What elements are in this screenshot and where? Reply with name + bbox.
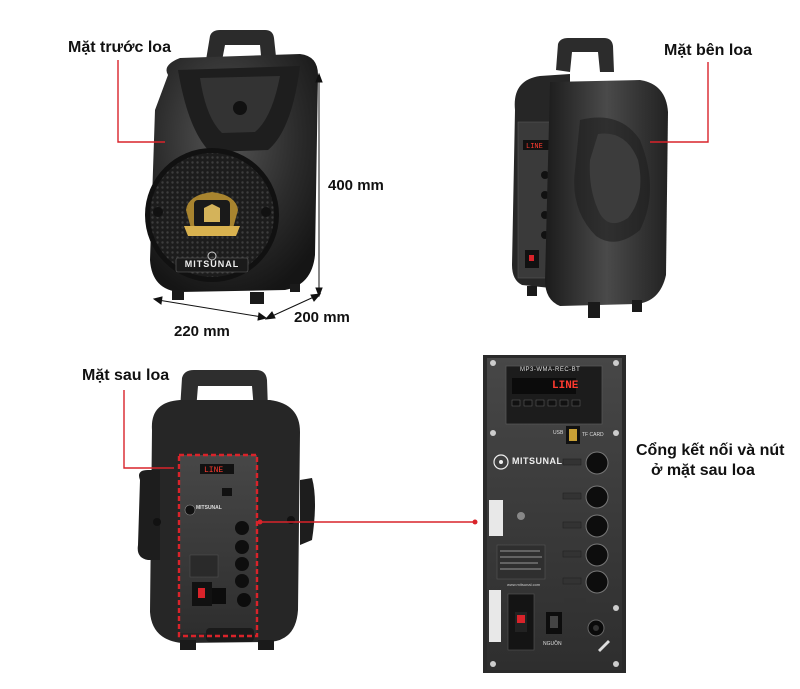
back-view-label: Mặt sau loa — [82, 367, 170, 384]
rear-panel-closeup — [483, 355, 626, 673]
ports-label-line2: ở mặt sau loa — [651, 462, 755, 479]
side-view-label: Mặt bên loa — [664, 42, 753, 59]
back-brand-text: MITSUNAL — [196, 505, 222, 511]
side-leader-line — [650, 62, 709, 143]
panel-display-text: LINE — [552, 380, 579, 392]
back-speaker: LINE — [137, 370, 315, 650]
front-view-label: Mặt trước loa — [68, 39, 171, 56]
website-text: www.mitsunal.com — [507, 582, 541, 587]
panel-brand-text: MITSUNAL — [512, 456, 563, 466]
front-leader-line — [117, 60, 165, 143]
ports-label-line1: Cổng kết nối và nút — [636, 442, 785, 459]
power-label: NGUỒN — [543, 641, 562, 647]
width-dimension: 220 mm — [174, 323, 230, 340]
connector-dot-left — [257, 519, 263, 525]
svg-text:LINE: LINE — [204, 466, 223, 475]
tf-card-label: TF CARD — [582, 432, 604, 438]
front-brand-text: MITSUNAL — [184, 259, 240, 269]
connector-dot-right — [472, 519, 478, 525]
front-speaker — [145, 30, 318, 304]
usb-port-label: USB — [553, 430, 564, 436]
depth-dimension: 200 mm — [294, 309, 350, 326]
back-leader-line — [123, 390, 174, 469]
side-speaker: LINE — [512, 38, 668, 318]
dimension-lines — [152, 72, 323, 321]
panel-model-text: MP3-WMA-REC-BT — [520, 367, 581, 373]
height-dimension: 400 mm — [328, 177, 384, 194]
svg-text:LINE: LINE — [526, 143, 543, 151]
